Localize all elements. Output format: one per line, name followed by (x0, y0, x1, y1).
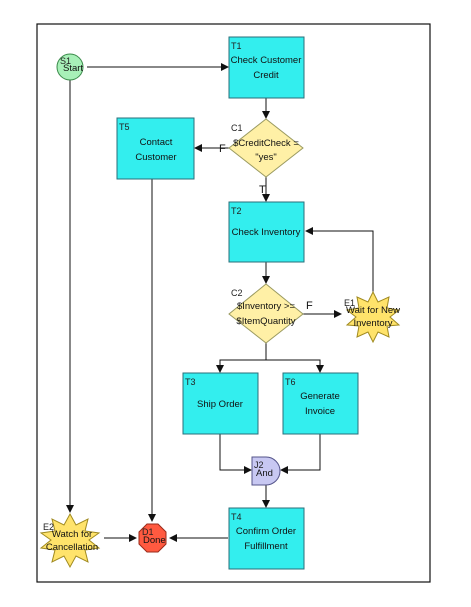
task-t5-line2: Customer (135, 152, 176, 163)
start-node: S1 Start (56, 53, 84, 81)
done-node: D1 Done (138, 523, 167, 553)
edge-label-c1-false: F (219, 143, 226, 155)
event-e1: E1 Wait for New Inventory (344, 290, 401, 344)
edge-t6-to-j2 (280, 434, 321, 474)
task-t3-id: T3 (185, 377, 196, 387)
task-t2: T2 Check Inventory (228, 201, 305, 263)
start-id: S1 (60, 56, 71, 66)
join-j2-label: And (256, 468, 273, 479)
condition-c1: C1 $CreditCheck = "yes" (228, 118, 304, 178)
task-t3: T3 Ship Order (182, 372, 259, 435)
join-j2: J2 And (251, 456, 281, 486)
event-e1-id: E1 (344, 298, 355, 308)
condition-c1-line1: $CreditCheck = (233, 138, 299, 149)
task-t6-line2: Invoice (305, 406, 335, 417)
done-id: D1 (142, 527, 154, 537)
edge-label-c2-false: F (306, 300, 313, 312)
event-e2-line2: Cancellation (46, 542, 98, 553)
task-t2-box (228, 201, 305, 263)
task-t2-id: T2 (231, 206, 242, 216)
event-e2-id: E2 (43, 522, 54, 532)
condition-c2-diamond (228, 283, 304, 344)
task-t6-line1: Generate (300, 391, 340, 402)
event-e2-line1: Watch for (52, 529, 92, 540)
task-t4-box (228, 507, 305, 570)
condition-c2-line1: $Inventory >= (237, 301, 296, 312)
edge-t3-to-j2 (219, 434, 252, 474)
done-octagon (138, 523, 167, 553)
task-t6: T6 Generate Invoice (282, 372, 359, 435)
task-t2-line1: Check Inventory (232, 227, 301, 238)
task-t4-id: T4 (231, 512, 242, 522)
task-t6-box (282, 372, 359, 435)
event-e2: E2 Watch for Cancellation (39, 512, 101, 569)
task-t1-line2: Credit (253, 70, 279, 81)
condition-c2-line2: $ItemQuantity (236, 316, 295, 327)
task-t4: T4 Confirm Order Fulfillment (228, 507, 305, 570)
join-j2-id: J2 (254, 460, 264, 470)
task-t1-line1: Check Customer (231, 55, 302, 66)
event-e1-starburst (345, 290, 401, 344)
start-circle (56, 53, 84, 81)
task-t3-line1: Ship Order (197, 399, 243, 410)
condition-c1-id: C1 (231, 123, 243, 133)
task-t5-box (116, 117, 195, 180)
edge-c2-to-t6 (266, 359, 324, 373)
join-j2-shape (251, 456, 281, 486)
start-label: Start (63, 63, 83, 74)
task-t6-id: T6 (285, 377, 296, 387)
task-t1-id: T1 (231, 41, 242, 51)
condition-c2: C2 $Inventory >= $ItemQuantity (228, 283, 304, 344)
condition-c1-diamond (228, 118, 304, 178)
edge-e1-to-t2 (305, 227, 374, 295)
done-label: Done (143, 535, 166, 546)
task-t3-box (182, 372, 259, 435)
condition-c2-id: C2 (231, 288, 243, 298)
task-t5-line1: Contact (140, 137, 173, 148)
task-t5-id: T5 (119, 122, 130, 132)
task-t1-box (228, 36, 305, 99)
task-t5: T5 Contact Customer (116, 117, 195, 180)
task-t4-line2: Fulfillment (244, 541, 288, 552)
event-e1-line1: Wait for New (346, 305, 400, 316)
edge-c2-to-t3 (216, 343, 267, 373)
condition-c1-line2: "yes" (255, 152, 277, 163)
task-t1: T1 Check Customer Credit (228, 36, 305, 99)
connectors (66, 63, 374, 542)
event-e2-starburst (39, 512, 101, 569)
task-t4-line1: Confirm Order (236, 526, 296, 537)
event-e1-line2: Inventory (353, 318, 392, 329)
edge-label-c1-true: T (259, 184, 266, 196)
